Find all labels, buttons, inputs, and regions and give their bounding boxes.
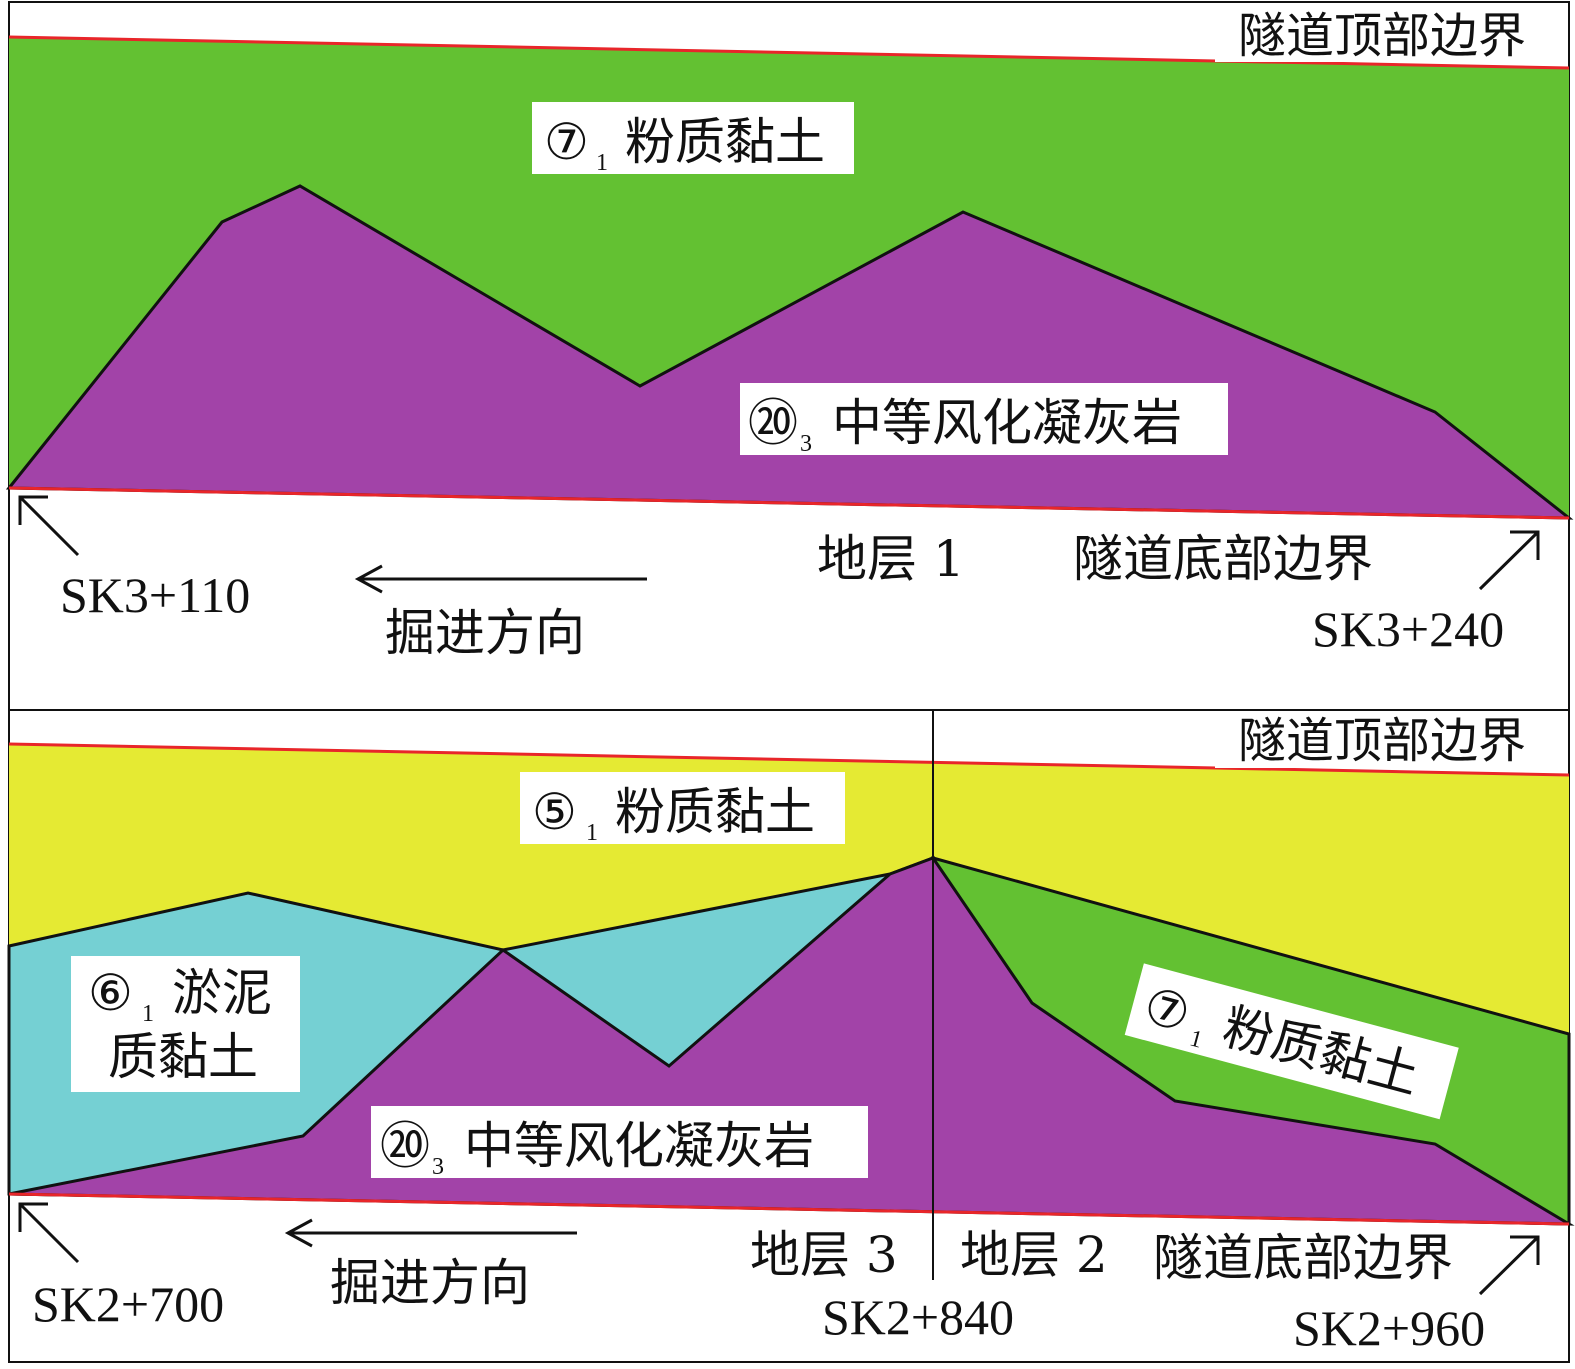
tunnel-bottom-boundary-line-panel2 [8, 1192, 1570, 1226]
end-station-arrow-panel2 [1478, 1235, 1540, 1296]
top-boundary-label-bg [1215, 6, 1550, 62]
layer-7-1-label-bg [532, 102, 854, 174]
excavation-direction-label: 掘进方向 [385, 604, 585, 662]
end-station-label-panel2: SK2+960 [1293, 1300, 1485, 1356]
layer-7-1-subscript: 1 [596, 150, 608, 176]
mid-station-label: SK2+840 [822, 1289, 1014, 1345]
layer-5-1-label-bg [520, 772, 845, 844]
tunnel-top-boundary-line [8, 35, 1570, 70]
stratum-2-label: 地层 2 [960, 1226, 1108, 1284]
layer-5-1-number: ⑤ [532, 783, 577, 841]
layer-7-1-name: 粉质黏土 [625, 113, 825, 171]
start-station-label-panel2: SK2+700 [32, 1276, 224, 1332]
layer-7-1-number: ⑦ [544, 113, 589, 171]
layer-20-3-number-panel2: ⑳ [380, 1117, 430, 1175]
panel-1: 隧道顶部边界 ⑦ 1 粉质黏土 ⑳ 3 中等风化凝灰岩 SK3+110 掘进方向… [5, 1, 1574, 711]
tunnel-top-boundary-label: 隧道顶部边界 [1238, 8, 1526, 64]
layer-20-3-name-panel2: 中等风化凝灰岩 [464, 1117, 814, 1175]
layer-5-1-subscript: 1 [586, 820, 598, 846]
end-station-label: SK3+240 [1312, 601, 1504, 657]
layer-6-1-subscript: 1 [142, 1001, 154, 1027]
tunnel-top-boundary-label-panel2: 隧道顶部边界 [1238, 713, 1526, 769]
tunnel-bottom-boundary-label: 隧道底部边界 [1073, 530, 1373, 588]
top-boundary-label-bg-panel2 [1215, 712, 1550, 768]
start-station-arrow [18, 495, 80, 557]
layer-20-3-subscript-panel2: 3 [432, 1154, 444, 1180]
stratum-3-label: 地层 3 [750, 1226, 898, 1284]
stratum-1-label: 地层 1 [817, 530, 965, 588]
tunnel-top-boundary-line-panel2 [8, 742, 1570, 777]
layer-20-3-label-bg-panel2 [371, 1106, 868, 1178]
layer-20-3-number: ⑳ [748, 394, 798, 452]
tunnel-bottom-boundary-line [8, 486, 1570, 520]
excavation-direction-label-panel2: 掘进方向 [330, 1254, 530, 1312]
start-station-arrow-panel2 [18, 1202, 80, 1264]
end-station-arrow [1478, 530, 1540, 591]
start-station-label: SK3+110 [60, 567, 250, 623]
layer-6-1-name-line2: 质黏土 [108, 1028, 258, 1086]
layer-20-3-label-bg [740, 383, 1228, 455]
layer-5-1-name: 粉质黏土 [615, 783, 815, 841]
excavation-direction-arrow-panel2 [284, 1218, 577, 1248]
tunnel-bottom-boundary-label-panel2: 隧道底部边界 [1153, 1229, 1453, 1287]
layer-6-1-label-bg [71, 956, 300, 1092]
layer-20-3-name: 中等风化凝灰岩 [832, 394, 1182, 452]
layer-20-3-subscript: 3 [800, 431, 812, 457]
panel-2: 隧道顶部边界 ⑤ 1 粉质黏土 ⑥ 1 淤泥 质黏土 ⑳ 3 中等风化凝灰岩 ⑦… [7, 709, 1575, 1363]
layer-6-1-number: ⑥ [88, 964, 133, 1022]
layer-6-1-name-line1: 淤泥 [172, 964, 272, 1022]
excavation-direction-arrow [354, 564, 647, 594]
